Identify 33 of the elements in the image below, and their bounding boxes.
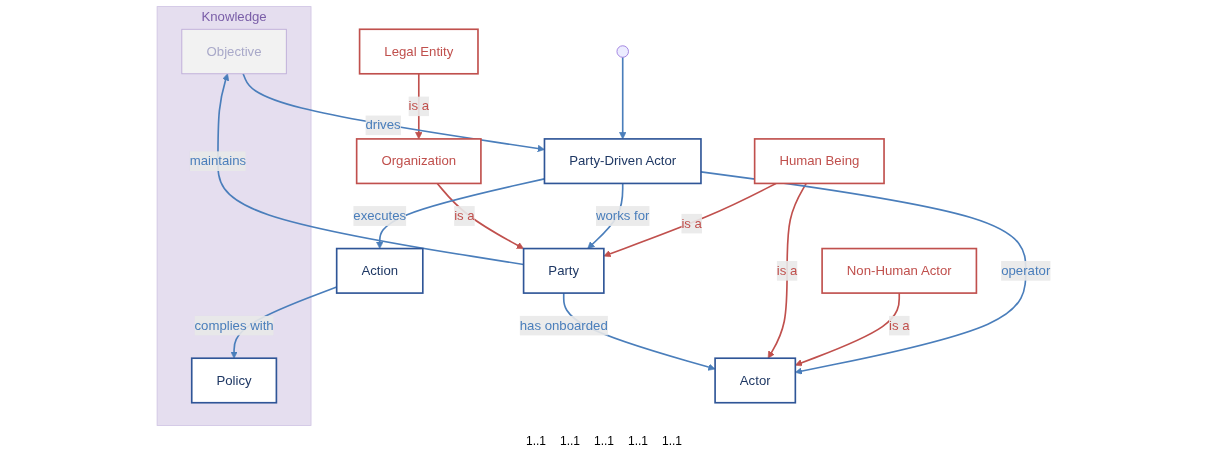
node-box: Party — [523, 247, 605, 294]
arrow — [217, 73, 525, 266]
edge-label: has onboarded — [520, 318, 609, 333]
node-box: Human Being — [754, 138, 886, 185]
node-box: Action — [336, 247, 424, 294]
arrow — [619, 56, 627, 140]
multiplicity-label: 1..1 — [525, 434, 546, 448]
node-box: Actor — [714, 357, 797, 404]
node-box: Legal Entity — [359, 28, 480, 75]
edge-label: complies with — [194, 318, 274, 333]
edge-label: is a — [681, 216, 703, 231]
edge-label: drives — [365, 117, 401, 132]
arrow — [795, 292, 901, 367]
edge-label: operator — [1001, 263, 1051, 278]
node-box: Non-Human Actor — [821, 247, 978, 294]
edge-label: works for — [596, 208, 650, 223]
arrow — [436, 182, 525, 249]
multiplicity-label: 1..1 — [662, 434, 683, 448]
edge-label: is a — [777, 263, 798, 278]
edge-label: executes — [353, 208, 407, 223]
edge-label: is a — [889, 318, 910, 333]
arrow — [415, 72, 423, 140]
node-box: Policy — [191, 357, 278, 404]
edge-label: maintains — [190, 153, 247, 168]
multiplicity-label: 1..1 — [594, 434, 614, 448]
multiplicity-label: 1..1 — [559, 434, 580, 448]
arrow — [768, 182, 808, 359]
edge-label: is a — [408, 98, 430, 113]
node-box: Organization — [356, 138, 483, 185]
node-box: Objective — [181, 28, 288, 75]
node-box: Party-Driven Actor — [543, 138, 703, 185]
edge-label: is a — [454, 208, 475, 223]
multiplicity-label: 1..1 — [628, 434, 648, 448]
